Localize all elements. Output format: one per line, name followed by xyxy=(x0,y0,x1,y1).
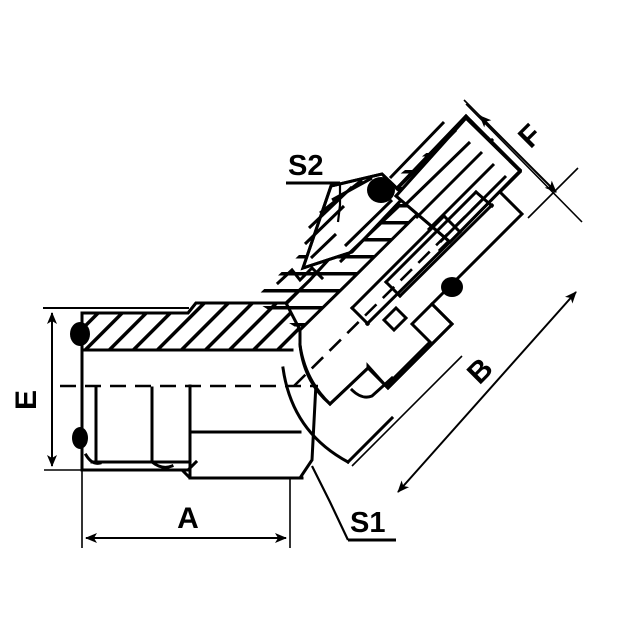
branch-bore-cap-c xyxy=(441,213,463,235)
branch-bore-line-4 xyxy=(397,202,495,299)
branch-bore-line-1 xyxy=(349,213,447,311)
straight-end-wall-top xyxy=(80,301,289,315)
callout-S2-leader xyxy=(336,183,342,223)
bore-fillet-left xyxy=(83,452,102,465)
branch-bore-cap-d xyxy=(473,189,495,209)
o-ring-seal-lower-left xyxy=(72,427,88,449)
dimension-F-line xyxy=(479,115,557,193)
bore-fillet-right xyxy=(149,459,174,469)
callout-S1-label: S1 xyxy=(350,507,385,539)
o-ring-seal-branch xyxy=(367,177,395,203)
branch-bore-line-2 xyxy=(364,229,463,327)
dimension-E: E xyxy=(10,307,186,471)
branch-bore-cap-a xyxy=(349,305,371,327)
collar-step-zigzag xyxy=(275,265,325,286)
dimension-B-line xyxy=(397,291,577,493)
dimension-B-extension-near xyxy=(351,355,463,467)
callout-S1-leader xyxy=(311,465,349,541)
callout-S2-label: S2 xyxy=(288,150,323,182)
callout-S1: S1 xyxy=(311,465,396,542)
o-ring-seal-upper-left xyxy=(70,322,90,346)
callout-S2: S2 xyxy=(286,150,342,223)
o-ring-seal-branch-inner xyxy=(441,277,463,297)
dimension-E-label: E xyxy=(10,390,43,410)
branch-bore-line-3 xyxy=(383,189,479,285)
elbow-outline-lower xyxy=(345,415,395,465)
branch-seat-detail xyxy=(349,375,395,399)
dimension-F-extension-b xyxy=(527,167,579,219)
elbow-inner-bend-arc xyxy=(298,343,333,407)
dimension-A-label: A xyxy=(177,502,199,535)
dimension-F-label: F xyxy=(512,118,548,154)
elbow-outer-bend-arc xyxy=(281,366,351,465)
dimension-A: A xyxy=(81,470,291,548)
